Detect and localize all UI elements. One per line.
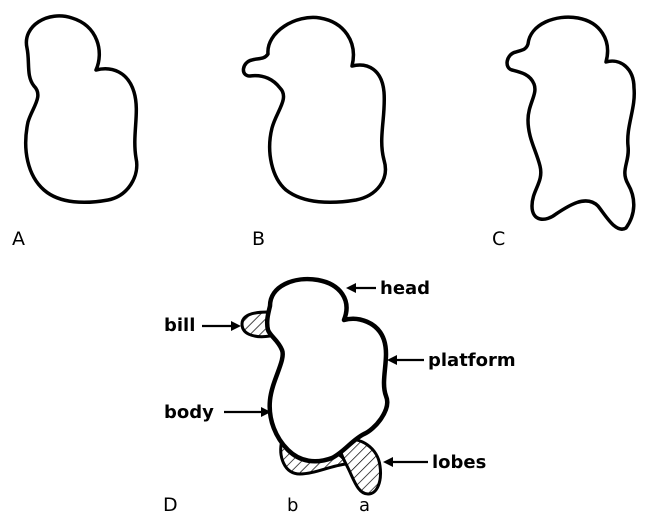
label-body: body	[164, 402, 214, 423]
outline-d	[267, 279, 387, 461]
outline-b	[243, 17, 385, 202]
panel-label-a: A	[12, 228, 25, 250]
lobes-arrow	[383, 457, 428, 467]
body-arrow	[224, 407, 271, 417]
lobe-letter-b: b	[287, 495, 298, 514]
shape-b	[243, 17, 385, 202]
label-lobes: lobes	[432, 452, 486, 473]
platform-arrow	[387, 355, 424, 365]
lobe-letter-a: a	[359, 495, 370, 514]
outline-a	[26, 16, 137, 202]
panel-label-b: B	[252, 228, 265, 250]
head-arrow	[346, 283, 376, 293]
label-bill: bill	[164, 315, 195, 336]
shape-a	[26, 16, 137, 202]
label-head: head	[380, 278, 430, 299]
shape-d	[242, 279, 387, 494]
panel-label-c: C	[492, 228, 505, 250]
label-platform: platform	[428, 350, 516, 371]
outline-c	[507, 17, 634, 229]
panel-label-d: D	[163, 494, 178, 514]
shape-c	[507, 17, 634, 229]
bill-arrow	[202, 321, 241, 331]
